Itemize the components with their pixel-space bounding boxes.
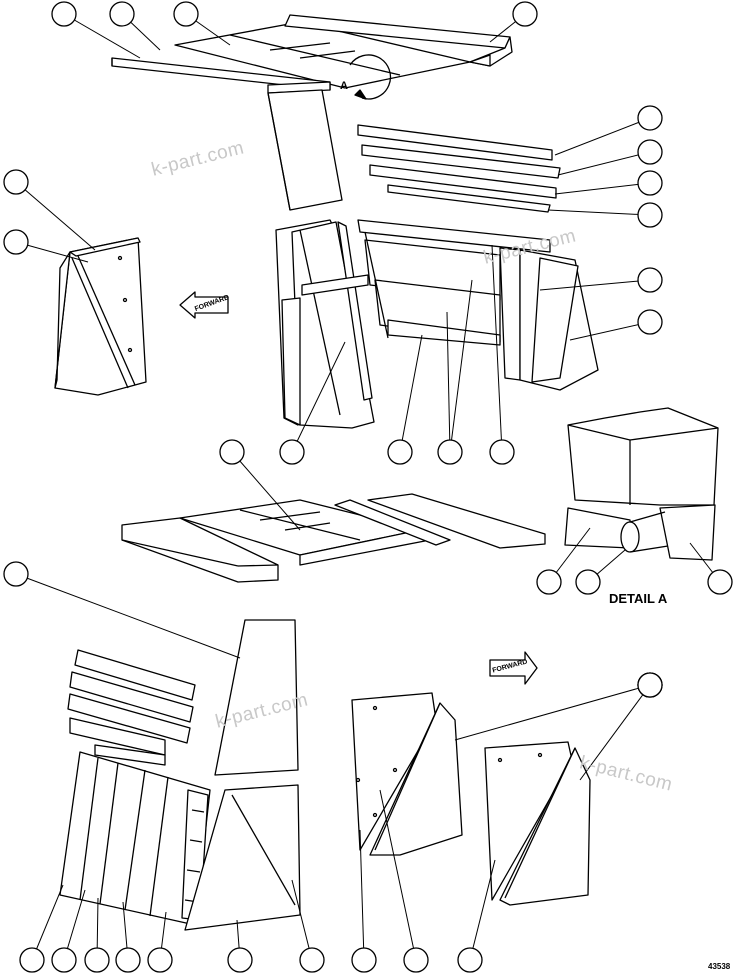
detail-a-block	[564, 407, 719, 561]
callout-circle	[173, 1, 199, 27]
callout-circle	[279, 439, 305, 465]
left-side-panel-upper	[54, 237, 147, 396]
detail-a-label: DETAIL A	[609, 591, 668, 606]
callout-circle	[147, 947, 173, 973]
callout-circle	[637, 309, 663, 335]
lower-center-panels	[184, 619, 301, 931]
figure-number: 43538	[708, 962, 731, 971]
callout-circle	[403, 947, 429, 973]
detail-a-marker	[349, 54, 392, 100]
callout-circle	[19, 947, 45, 973]
center-boards	[275, 219, 375, 429]
callout-circle	[3, 561, 29, 587]
callout-circle	[299, 947, 325, 973]
callout-circle	[637, 105, 663, 131]
top-platform	[111, 14, 513, 94]
callout-circle	[437, 439, 463, 465]
callout-circle	[489, 439, 515, 465]
callout-circle	[84, 947, 110, 973]
callout-circle	[457, 947, 483, 973]
callout-circle	[51, 1, 77, 27]
middle-base	[121, 493, 546, 583]
forward-arrow-upper	[179, 291, 229, 319]
callout-circle	[575, 569, 601, 595]
callout-circle	[3, 169, 29, 195]
callout-circle	[109, 1, 135, 27]
callout-circle	[637, 170, 663, 196]
forward-arrow-lower	[489, 651, 538, 685]
callout-circle	[51, 947, 77, 973]
callout-layer	[3, 1, 733, 973]
callout-circle	[536, 569, 562, 595]
callout-circle	[637, 672, 663, 698]
lower-left-boards	[59, 649, 211, 926]
callout-circle	[227, 947, 253, 973]
callout-circle	[219, 439, 245, 465]
callout-circle	[3, 229, 29, 255]
callout-circle	[512, 1, 538, 27]
callout-circle	[387, 439, 413, 465]
right-strips	[357, 124, 561, 213]
callout-circle	[637, 267, 663, 293]
callout-circle	[637, 202, 663, 228]
detail-callout-letter: A	[340, 80, 348, 92]
right-frame-boards	[357, 219, 599, 391]
callout-circle	[637, 139, 663, 165]
callout-circle	[707, 569, 733, 595]
callout-circle	[351, 947, 377, 973]
callout-circle	[115, 947, 141, 973]
center-post	[267, 89, 343, 211]
leader-lines	[15, 13, 721, 961]
lower-right-panels	[351, 692, 591, 906]
